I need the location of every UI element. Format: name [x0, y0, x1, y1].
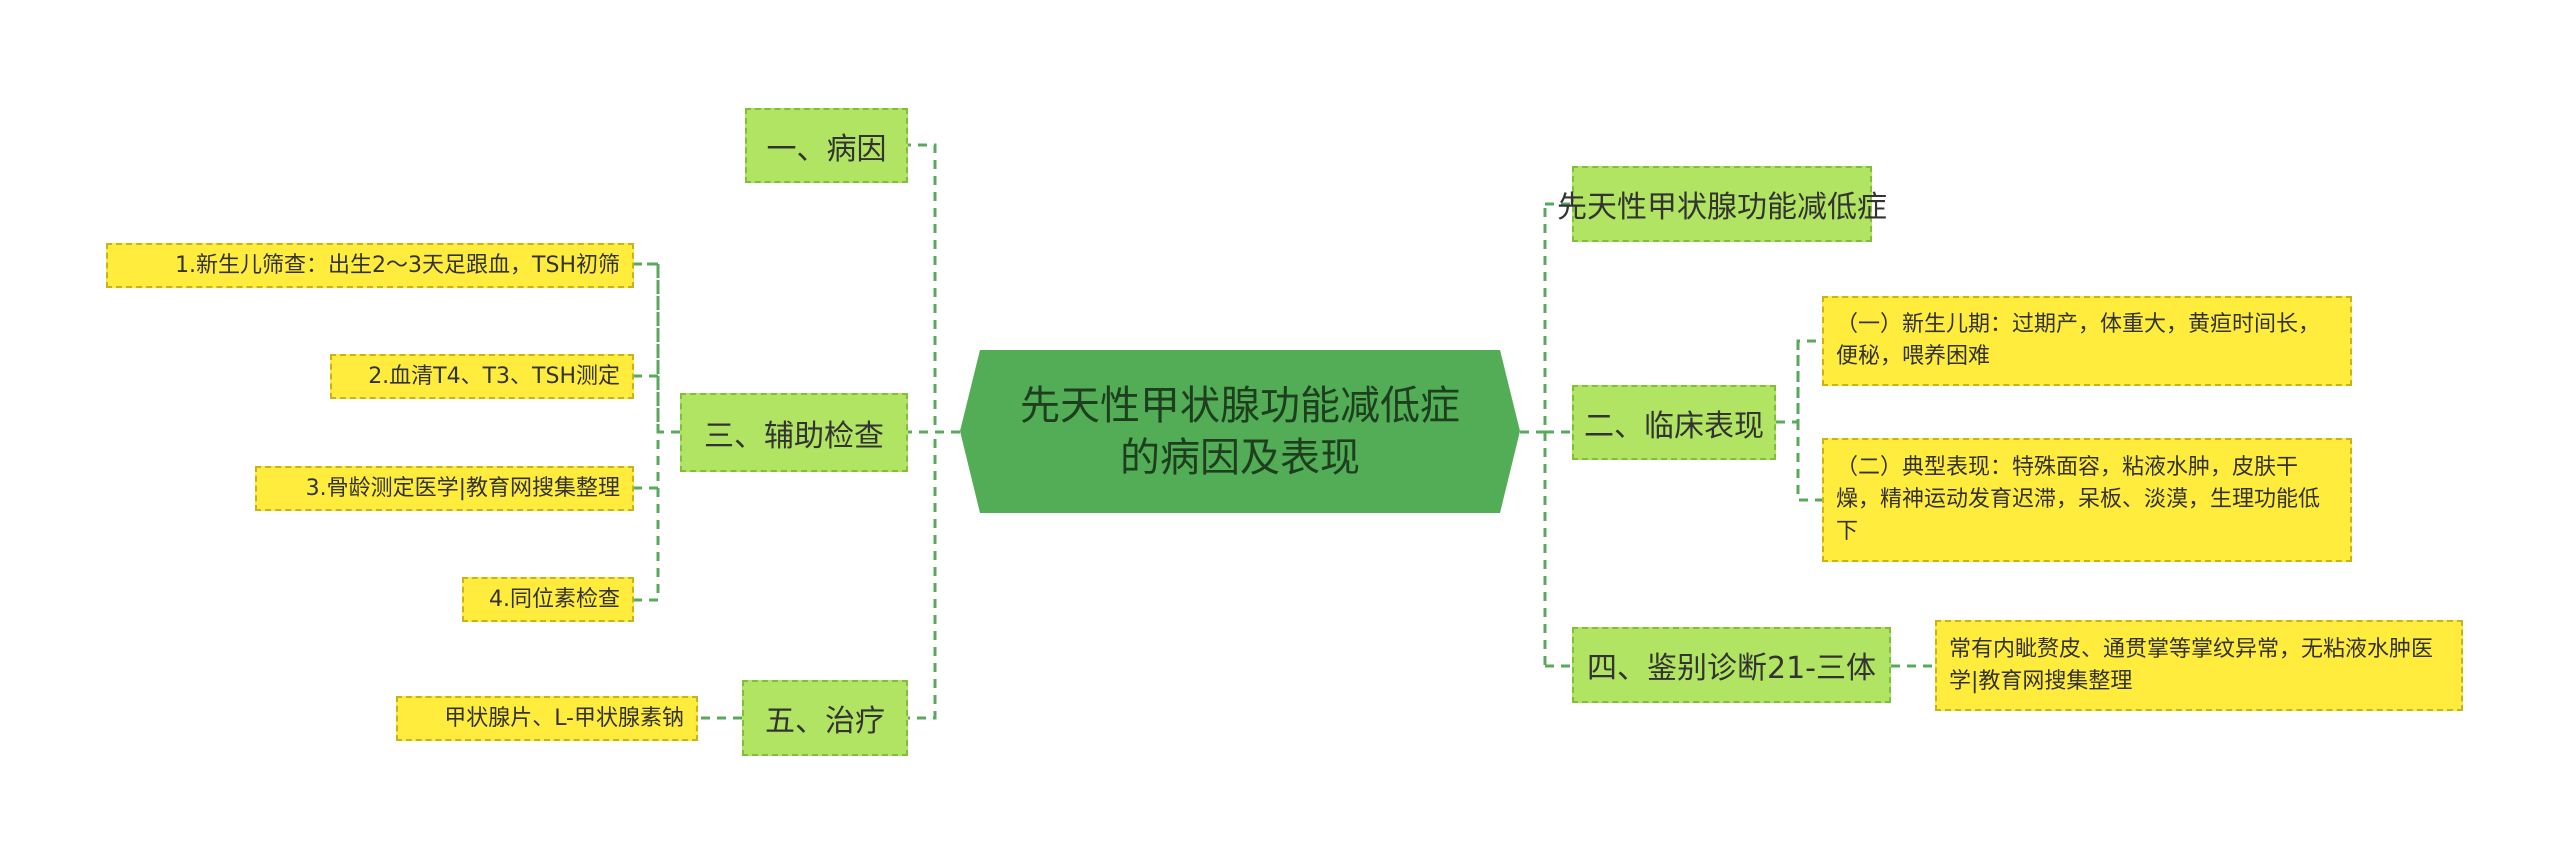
leaf-newborn-period[interactable]: （一）新生儿期：过期产，体重大，黄疸时间长，便秘，喂养困难: [1822, 296, 2352, 386]
link-center-treatment: [908, 430, 960, 720]
leaf-newborn-screening-text: 1.新生儿筛查：出生2～3天足跟血，TSH初筛: [175, 252, 620, 278]
leaf-typical-signs[interactable]: （二）典型表现：特殊面容，粘液水肿，皮肤干燥，精神运动发育迟滞，呆板、淡漠，生理…: [1822, 438, 2352, 562]
branch-aux-exam[interactable]: 三、辅助检查: [680, 393, 908, 472]
leaf-bone-age-text: 3.骨龄测定医学|教育网搜集整理: [305, 475, 620, 501]
central-topic-text: 先天性甲状腺功能减低症 的病因及表现: [1020, 382, 1460, 481]
link-aux-leaves: [634, 262, 680, 602]
branch-disease-name-label: 先天性甲状腺功能减低症: [1557, 190, 1887, 225]
branch-treatment-label: 五、治疗: [765, 704, 885, 739]
leaf-bone-age[interactable]: 3.骨龄测定医学|教育网搜集整理: [255, 466, 634, 511]
leaf-isotope-exam-text: 4.同位素检查: [489, 586, 620, 612]
link-center-right: [1520, 204, 1547, 666]
leaf-diagnosis-detail-text: 常有内眦赘皮、通贯掌等掌纹异常，无粘液水肿医学|教育网搜集整理: [1949, 636, 2434, 694]
branch-disease-name[interactable]: 先天性甲状腺功能减低症: [1557, 166, 1887, 242]
central-topic[interactable]: 先天性甲状腺功能减低症 的病因及表现: [960, 350, 1520, 513]
leaf-treatment-drugs-text: 甲状腺片、L-甲状腺素钠: [444, 705, 684, 731]
leaf-serum-test-text: 2.血清T4、T3、TSH测定: [368, 363, 620, 389]
link-clinical-leaves: [1776, 339, 1822, 502]
link-center-cause: [908, 143, 960, 434]
branch-cause[interactable]: 一、病因: [745, 108, 908, 183]
branch-aux-exam-label: 三、辅助检查: [704, 418, 884, 454]
leaf-newborn-period-text: （一）新生儿期：过期产，体重大，黄疸时间长，便秘，喂养困难: [1836, 312, 2321, 369]
branch-diagnosis[interactable]: 四、鉴别诊断21-三体: [1572, 627, 1891, 703]
branch-cause-label: 一、病因: [766, 131, 887, 167]
branch-diagnosis-label: 四、鉴别诊断21-三体: [1587, 651, 1876, 686]
leaf-serum-test[interactable]: 2.血清T4、T3、TSH测定: [330, 354, 634, 399]
branch-clinical-label: 二、临床表现: [1584, 408, 1764, 444]
leaf-treatment-drugs[interactable]: 甲状腺片、L-甲状腺素钠: [396, 696, 698, 741]
leaf-newborn-screening[interactable]: 1.新生儿筛查：出生2～3天足跟血，TSH初筛: [106, 243, 634, 288]
leaf-diagnosis-detail[interactable]: 常有内眦赘皮、通贯掌等掌纹异常，无粘液水肿医学|教育网搜集整理: [1935, 620, 2463, 711]
leaf-isotope-exam[interactable]: 4.同位素检查: [462, 577, 634, 622]
branch-treatment[interactable]: 五、治疗: [742, 680, 908, 756]
branch-clinical[interactable]: 二、临床表现: [1572, 385, 1776, 460]
leaf-typical-signs-text: （二）典型表现：特殊面容，粘液水肿，皮肤干燥，精神运动发育迟滞，呆板、淡漠，生理…: [1836, 455, 2321, 544]
